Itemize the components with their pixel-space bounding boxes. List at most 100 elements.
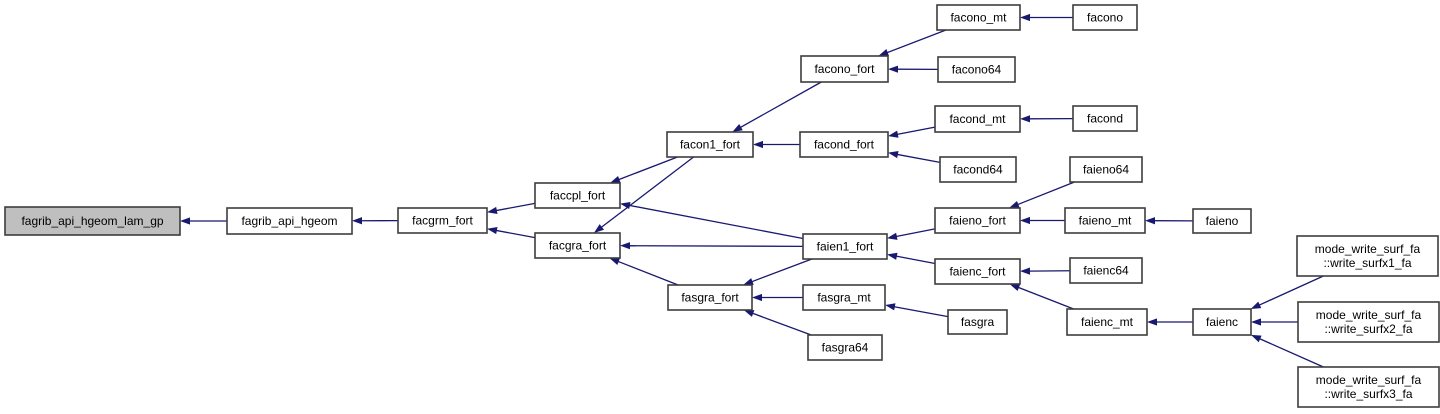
node-facono_mt[interactable]: facono_mt bbox=[936, 4, 1021, 31]
arrowhead-icon bbox=[620, 242, 631, 250]
node-label: facono_fort bbox=[814, 62, 875, 76]
node-box[interactable] bbox=[934, 207, 1021, 234]
edge-faieno-to-faieno_mt bbox=[1145, 217, 1194, 225]
node-label: fasgra64 bbox=[822, 341, 869, 355]
arrowhead-icon bbox=[732, 123, 743, 132]
node-box[interactable] bbox=[802, 233, 888, 260]
node-box[interactable] bbox=[1296, 235, 1439, 277]
edge-facono_mt-to-facono_fort bbox=[878, 29, 947, 56]
arrowhead-icon bbox=[743, 310, 755, 317]
node-label: ::write_surfx2_fa bbox=[1324, 322, 1412, 336]
node-facond_mt[interactable]: facond_mt bbox=[934, 105, 1021, 133]
node-box[interactable] bbox=[1297, 366, 1440, 408]
node-box[interactable] bbox=[802, 284, 886, 311]
edge-faieno_mt-to-faieno_fort bbox=[1020, 216, 1065, 225]
node-label: faccpl_fort bbox=[550, 189, 606, 203]
node-box[interactable] bbox=[947, 309, 1008, 335]
node-write_surfx1_fa[interactable]: mode_write_surf_fa::write_surfx1_fa bbox=[1296, 235, 1439, 277]
node-fasgra_fort[interactable]: fasgra_fort bbox=[667, 284, 753, 311]
arrowhead-icon bbox=[180, 217, 190, 225]
edge-facono-to-facono_mt bbox=[1020, 13, 1073, 22]
node-write_surfx3_fa[interactable]: mode_write_surf_fa::write_surfx3_fa bbox=[1297, 366, 1440, 408]
edge-fagrib_api_hgeom-to-fagrib_api_hgeom_lam_gp bbox=[180, 217, 227, 225]
arrowhead-icon bbox=[1020, 115, 1031, 123]
node-box[interactable] bbox=[1064, 207, 1146, 234]
node-facgrm_fort[interactable]: facgrm_fort bbox=[397, 207, 488, 234]
node-box[interactable] bbox=[1072, 105, 1138, 132]
node-box[interactable] bbox=[397, 207, 488, 234]
node-facono64[interactable]: facono64 bbox=[937, 56, 1016, 83]
node-box[interactable] bbox=[799, 131, 889, 158]
node-box[interactable] bbox=[939, 156, 1017, 183]
node-faien1_fort[interactable]: faien1_fort bbox=[802, 233, 888, 260]
node-box[interactable] bbox=[667, 284, 753, 311]
node-write_surfx2_fa[interactable]: mode_write_surf_fa::write_surfx2_fa bbox=[1297, 301, 1440, 343]
node-label: ::write_surfx1_fa bbox=[1323, 256, 1411, 270]
node-box[interactable] bbox=[666, 131, 754, 158]
node-faieno_fort[interactable]: faieno_fort bbox=[934, 207, 1021, 234]
node-faieno[interactable]: faieno bbox=[1192, 208, 1252, 234]
node-fasgra64[interactable]: fasgra64 bbox=[807, 334, 883, 361]
node-faccpl_fort[interactable]: faccpl_fort bbox=[534, 182, 621, 209]
arrowhead-icon bbox=[743, 278, 754, 285]
node-label: fasgra_fort bbox=[681, 291, 739, 305]
arrowhead-icon bbox=[1250, 301, 1262, 309]
edge-facond_fort-to-facon1_fort bbox=[753, 140, 800, 149]
node-box[interactable] bbox=[937, 56, 1016, 83]
node-box[interactable] bbox=[1297, 301, 1440, 343]
node-faieno64[interactable]: faieno64 bbox=[1069, 156, 1143, 183]
node-box[interactable] bbox=[1192, 208, 1252, 234]
node-fagrib_api_hgeom[interactable]: fagrib_api_hgeom bbox=[226, 207, 353, 235]
node-facono_fort[interactable]: facono_fort bbox=[800, 55, 889, 83]
node-facgra_fort[interactable]: facgra_fort bbox=[534, 232, 621, 259]
node-label: fagrib_api_hgeom bbox=[241, 214, 337, 228]
node-box[interactable] bbox=[807, 334, 883, 361]
arrowhead-icon bbox=[1145, 217, 1156, 225]
node-facond_fort[interactable]: facond_fort bbox=[799, 131, 889, 158]
arrowhead-icon bbox=[888, 65, 899, 73]
node-box[interactable] bbox=[534, 232, 621, 259]
node-facond64[interactable]: facond64 bbox=[939, 156, 1017, 183]
arrowhead-icon bbox=[487, 227, 498, 235]
node-box[interactable] bbox=[934, 105, 1021, 133]
node-box[interactable] bbox=[936, 4, 1021, 31]
node-box[interactable] bbox=[226, 207, 353, 235]
node-label: fasgra bbox=[961, 315, 995, 329]
node-faienc64[interactable]: faienc64 bbox=[1069, 257, 1143, 284]
node-facono[interactable]: facono bbox=[1072, 4, 1138, 31]
node-box[interactable] bbox=[934, 258, 1021, 285]
node-label: faieno_mt bbox=[1079, 214, 1132, 228]
node-fasgra_mt[interactable]: fasgra_mt bbox=[802, 284, 886, 311]
node-label: faienc_mt bbox=[1081, 315, 1134, 329]
node-box[interactable] bbox=[1192, 308, 1252, 336]
node-label: mode_write_surf_fa bbox=[1316, 373, 1422, 387]
node-faienc_mt[interactable]: faienc_mt bbox=[1066, 308, 1148, 336]
edge-facono64-to-facono_fort bbox=[888, 65, 939, 73]
node-facon1_fort[interactable]: facon1_fort bbox=[666, 131, 754, 158]
edge-faieno64-to-faieno_fort bbox=[1008, 181, 1075, 208]
node-box[interactable] bbox=[800, 55, 889, 83]
node-faienc[interactable]: faienc bbox=[1192, 308, 1252, 336]
arrowhead-icon bbox=[487, 206, 498, 214]
arrowhead-icon bbox=[1147, 318, 1157, 326]
node-box[interactable] bbox=[1066, 308, 1148, 336]
edge-write_surfx3_fa-to-faienc bbox=[1251, 334, 1324, 368]
arrowhead-icon bbox=[609, 258, 620, 266]
node-box[interactable] bbox=[1072, 4, 1138, 31]
edge-fasgra-to-fasgra_mt bbox=[885, 303, 949, 318]
node-label: faienc64 bbox=[1083, 264, 1129, 278]
node-label: facgrm_fort bbox=[412, 214, 473, 228]
edge-faien1_fort-to-facgra_fort bbox=[620, 242, 804, 250]
edge-write_surfx2_fa-to-faienc bbox=[1251, 318, 1298, 326]
arrowhead-icon bbox=[593, 224, 605, 233]
edge-faienc64-to-faienc_fort bbox=[1020, 267, 1071, 275]
node-box[interactable] bbox=[1069, 257, 1143, 284]
node-faieno_mt[interactable]: faieno_mt bbox=[1064, 207, 1146, 234]
node-box[interactable] bbox=[534, 182, 621, 209]
node-box[interactable] bbox=[1069, 156, 1143, 183]
arrowhead-icon bbox=[885, 303, 896, 311]
node-faienc_fort[interactable]: faienc_fort bbox=[934, 258, 1021, 285]
node-fasgra[interactable]: fasgra bbox=[947, 309, 1008, 335]
node-facond[interactable]: facond bbox=[1072, 105, 1138, 132]
node-label: mode_write_surf_fa bbox=[1316, 308, 1422, 322]
